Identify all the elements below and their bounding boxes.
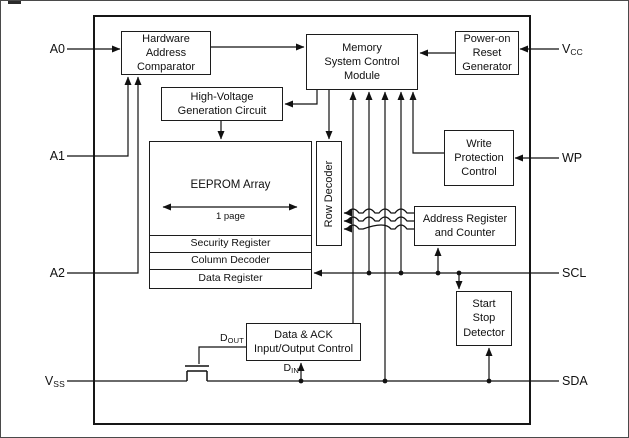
address-register-counter-block: Address Register and Counter <box>414 206 516 246</box>
eeprom-array-label: EEPROM Array <box>190 179 271 191</box>
high-voltage-generation-block: High-Voltage Generation Circuit <box>161 87 283 121</box>
pin-label-vcc: VCC <box>562 42 584 57</box>
signal-wires <box>67 43 559 382</box>
column-decoder-block: Column Decoder <box>149 252 312 270</box>
data-ack-io-control-block: Data & ACK Input/Output Control <box>246 323 361 361</box>
din-signal-label: DIN <box>283 362 299 375</box>
row-decoder-block: Row Decoder <box>316 141 342 246</box>
page-width-arrow-icon <box>162 203 298 211</box>
memory-system-control-module-block: Memory System Control Module <box>306 34 418 90</box>
page-size-label: 1 page <box>215 211 246 222</box>
start-stop-detector-block: Start Stop Detector <box>456 291 512 346</box>
pin-label-a1: A1 <box>49 149 65 163</box>
pin-label-a2: A2 <box>49 266 65 280</box>
pin-label-wp: WP <box>562 151 583 165</box>
data-register-block: Data Register <box>149 269 312 289</box>
row-decoder-label: Row Decoder <box>322 160 335 227</box>
power-on-reset-generator-block: Power-on Reset Generator <box>455 31 519 75</box>
eeprom-array-block: EEPROM Array 1 page <box>149 141 312 236</box>
cropped-caption-fragment <box>8 1 21 4</box>
security-register-block: Security Register <box>149 235 312 253</box>
pin-label-scl: SCL <box>562 266 587 280</box>
write-protection-control-block: Write Protection Control <box>444 130 514 186</box>
pin-label-sda: SDA <box>562 374 588 388</box>
hardware-address-comparator-block: Hardware Address Comparator <box>121 31 211 75</box>
chip-boundary <box>93 15 531 425</box>
output-transistor-icon <box>185 365 209 381</box>
pin-label-a0: A0 <box>49 42 65 56</box>
pin-label-vss: VSS <box>44 374 65 389</box>
dout-signal-label: DOUT <box>219 332 244 345</box>
junction-dots <box>298 270 492 384</box>
